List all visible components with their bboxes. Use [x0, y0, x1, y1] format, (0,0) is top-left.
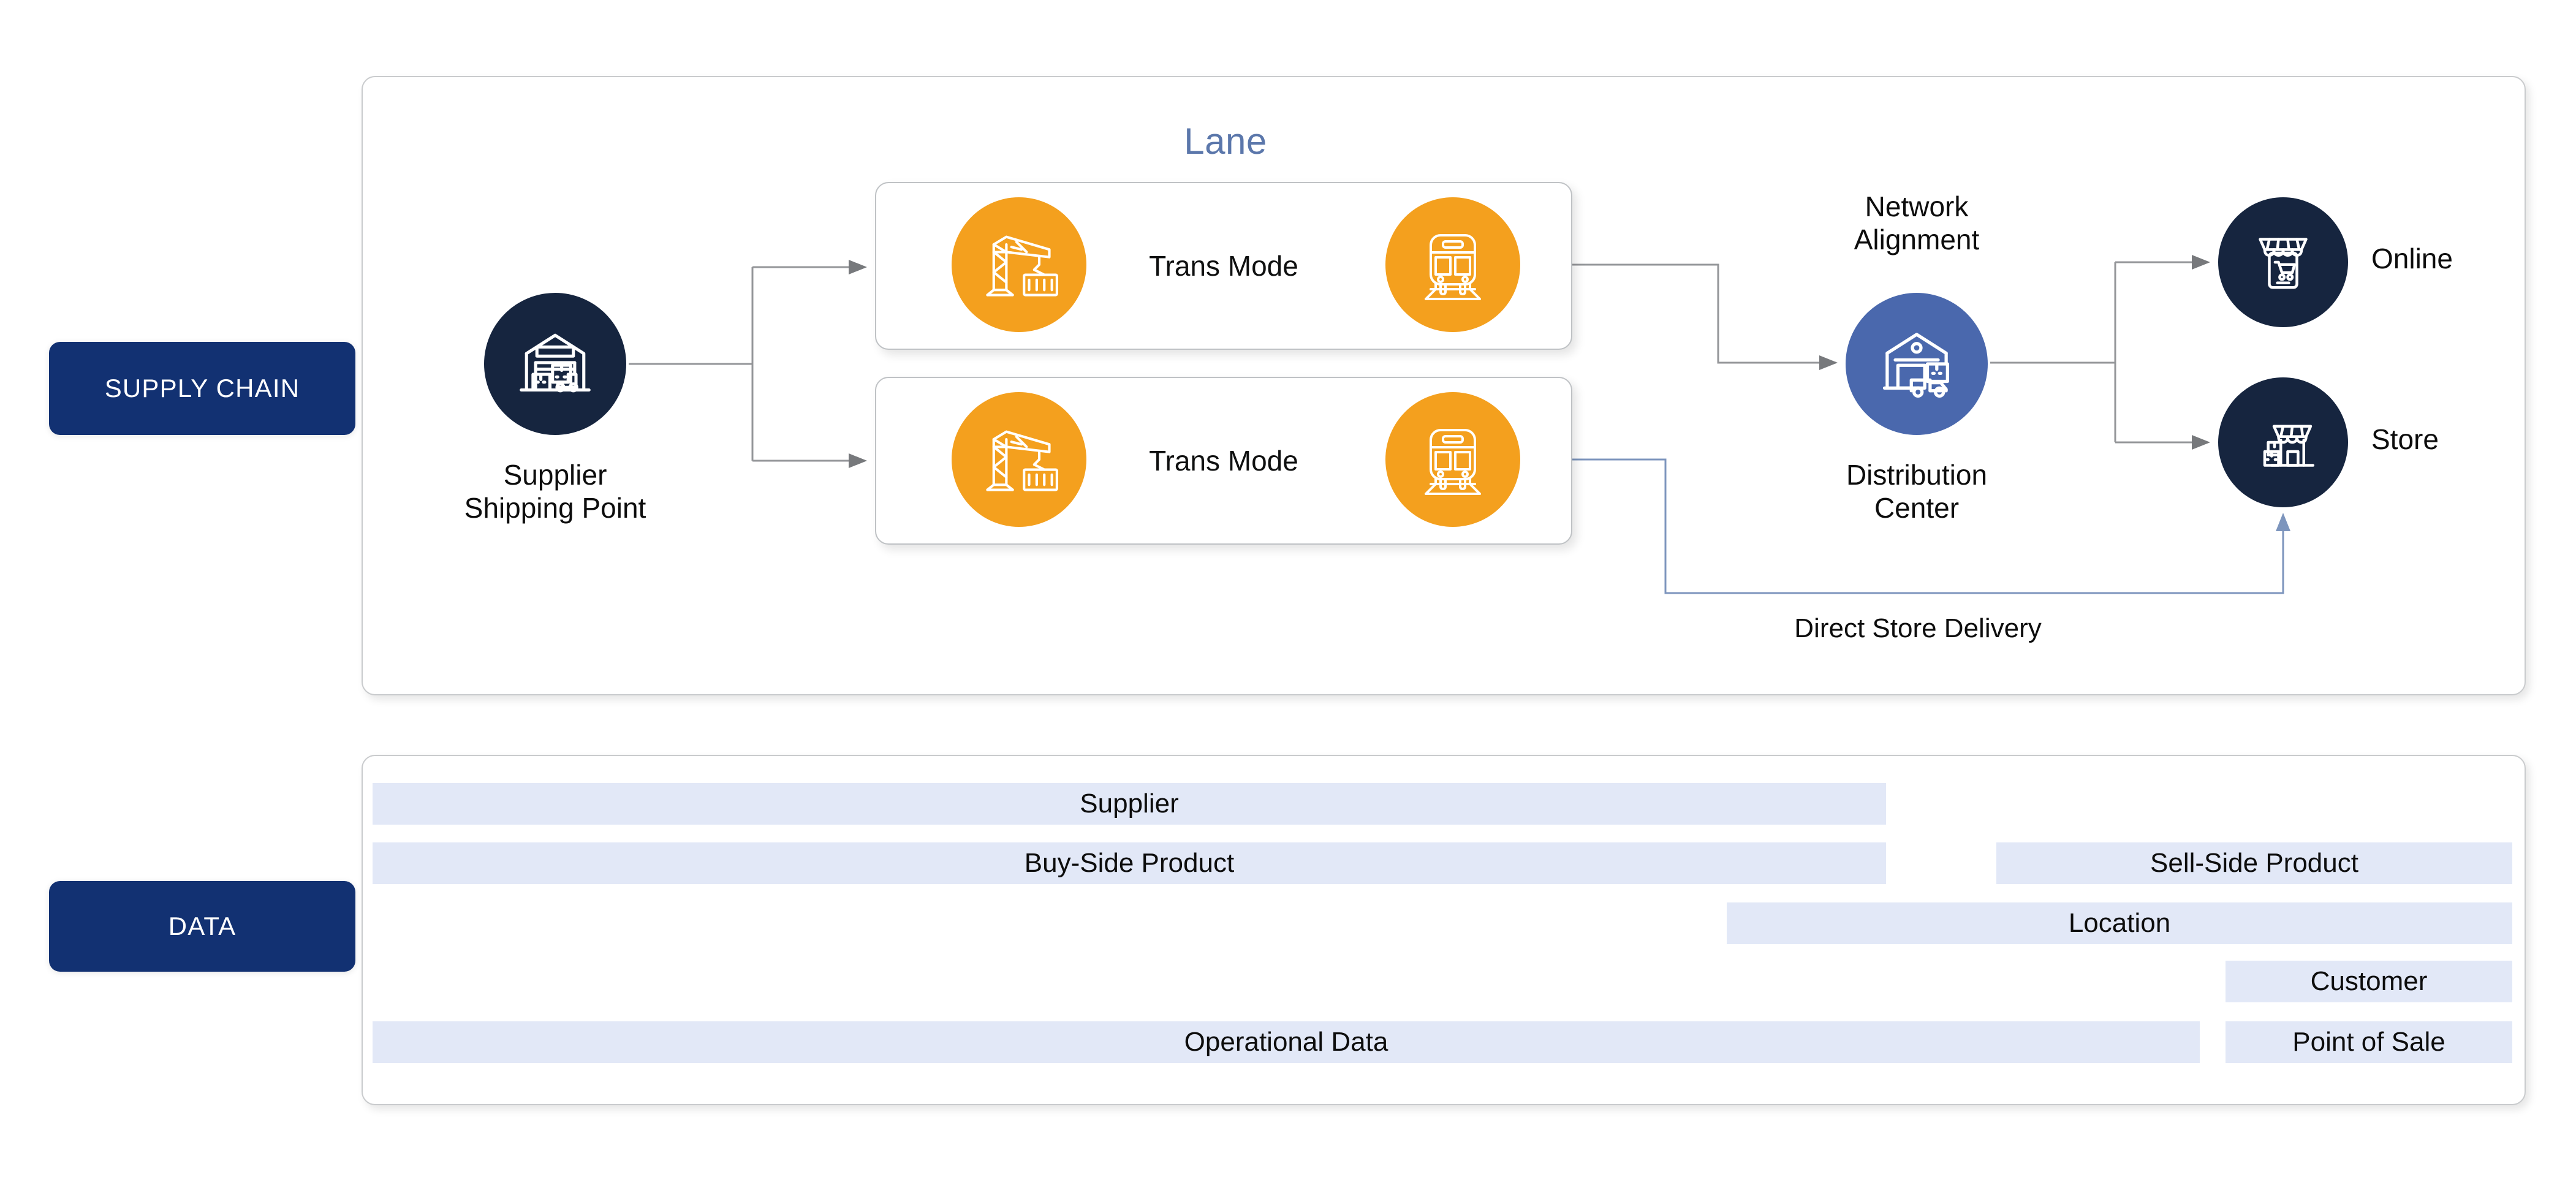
online-node[interactable] [2218, 197, 2348, 327]
distribution-center-label: Distribution Center [1846, 459, 1988, 524]
store-node[interactable] [2218, 377, 2348, 507]
supply-chain-section-badge: SUPPLY CHAIN [49, 342, 355, 435]
supplier-node-label: Supplier Shipping Point [464, 459, 646, 524]
lane-1-label: Trans Mode [1149, 250, 1298, 282]
data-bar-operational-data[interactable]: Operational Data [373, 1021, 2200, 1063]
store-node-label: Store [2371, 423, 2439, 455]
data-bar-point-of-sale[interactable]: Point of Sale [2226, 1021, 2512, 1063]
data-badge-label: DATA [168, 912, 237, 940]
online-node-label: Online [2371, 243, 2453, 274]
direct-store-delivery-label: Direct Store Delivery [1794, 613, 2042, 643]
data-bar-label: Customer [2310, 966, 2428, 996]
network-alignment-label: Network Alignment [1854, 191, 1980, 256]
data-bar-customer[interactable]: Customer [2226, 961, 2512, 1002]
data-bar-supplier[interactable]: Supplier [373, 783, 1886, 825]
supplier-node[interactable] [484, 293, 626, 435]
data-bar-label: Point of Sale [2292, 1027, 2445, 1057]
data-bar-label: Location [2068, 908, 2171, 938]
crane-icon [952, 197, 1086, 332]
data-bar-buy-side-product[interactable]: Buy-Side Product [373, 842, 1886, 884]
data-bar-label: Buy-Side Product [1024, 848, 1235, 878]
data-bar-sell-side-product[interactable]: Sell-Side Product [1996, 842, 2512, 884]
lane-2-label: Trans Mode [1149, 445, 1298, 477]
distribution-center-node[interactable] [1846, 293, 1988, 435]
data-bar-label: Operational Data [1184, 1027, 1388, 1057]
data-bar-label: Supplier [1080, 789, 1179, 819]
train-icon [1385, 392, 1520, 527]
data-bar-location[interactable]: Location [1727, 902, 2512, 944]
supply-chain-badge-label: SUPPLY CHAIN [104, 374, 300, 403]
data-bar-label: Sell-Side Product [2150, 848, 2358, 878]
data-section-badge: DATA [49, 881, 355, 972]
crane-icon [952, 392, 1086, 527]
train-icon [1385, 197, 1520, 332]
lane-title: Lane [1184, 121, 1267, 162]
